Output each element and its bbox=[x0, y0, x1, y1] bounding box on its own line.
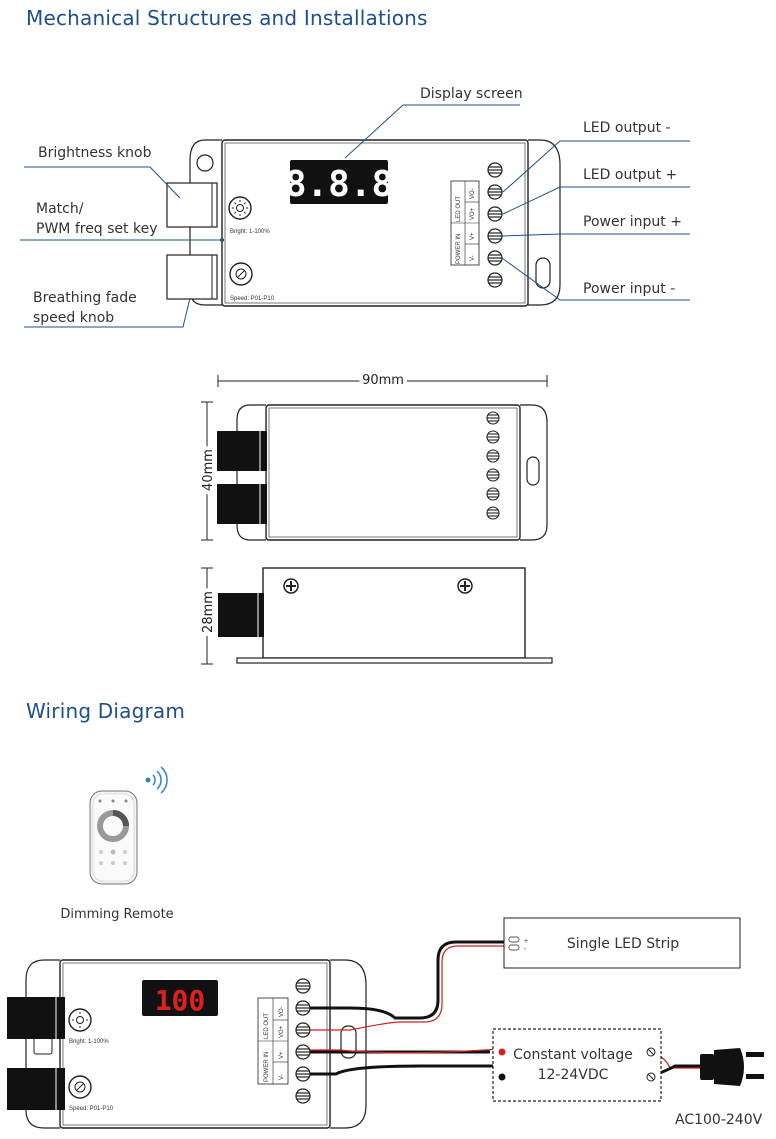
callout-breathing-line2: speed knob bbox=[33, 310, 114, 326]
terminal-screws bbox=[487, 162, 503, 288]
speed-range-label: Speed: P01-P10 bbox=[230, 296, 275, 302]
wireless-signal-icon bbox=[145, 766, 168, 794]
callout-breathing-line1: Breathing fade bbox=[33, 290, 137, 306]
screw-icon bbox=[457, 578, 473, 594]
wiring-v-plus-label: V+ bbox=[279, 1051, 285, 1059]
display-screen bbox=[290, 160, 388, 204]
strip-plus-label: + bbox=[524, 938, 528, 945]
callout-brightness-knob: Brightness knob bbox=[38, 145, 152, 161]
ac-voltage-label: AC100-240V bbox=[675, 1112, 763, 1128]
bright-range-label: Bright: 1-100% bbox=[230, 229, 270, 235]
power-supply: Constant voltage 12-24VDC bbox=[492, 1028, 662, 1102]
terminal-led-out-label: LED OUT bbox=[456, 196, 462, 222]
section-title-wiring: Wiring Diagram bbox=[26, 699, 186, 723]
ac-plug-icon bbox=[700, 1048, 764, 1086]
wiring-vo-minus-label: VO- bbox=[279, 1006, 285, 1017]
psu-label-line2: 12-24VDC bbox=[538, 1067, 609, 1083]
wiring-led-out-label: LED OUT bbox=[264, 1013, 270, 1039]
led-strip: + - Single LED Strip bbox=[503, 917, 741, 969]
dimension-side-view: 28mm bbox=[197, 567, 553, 665]
screw-icon bbox=[283, 578, 299, 594]
callout-lines bbox=[20, 104, 690, 328]
callout-power-input-minus: Power input - bbox=[583, 281, 675, 297]
callout-match-line1: Match/ bbox=[36, 201, 84, 217]
callout-match-line2: PWM freq set key bbox=[36, 221, 158, 237]
dimension-depth-label: 40mm bbox=[201, 449, 216, 491]
dimming-remote bbox=[89, 790, 138, 885]
wiring-display-digits: 100 bbox=[155, 984, 206, 1017]
psu-label-line1: Constant voltage bbox=[513, 1047, 633, 1063]
terminal-v-plus-label: V+ bbox=[470, 232, 476, 240]
wiring-display-screen bbox=[142, 980, 218, 1016]
wiring-speed-label: Speed: P01-P10 bbox=[69, 1106, 114, 1112]
terminal-power-in-label: POWER IN bbox=[456, 234, 462, 264]
section-title-mechanical: Mechanical Structures and Installations bbox=[26, 6, 428, 30]
terminal-vo-minus-label: VO- bbox=[470, 188, 476, 199]
terminal-vo-plus-label: VO+ bbox=[470, 207, 476, 220]
wires bbox=[310, 940, 712, 1079]
wiring-vo-plus-label: VO+ bbox=[279, 1025, 285, 1038]
strip-minus-label: - bbox=[524, 946, 527, 953]
callout-display-screen: Display screen bbox=[420, 86, 523, 102]
speed-dial-icon bbox=[229, 262, 253, 286]
callout-power-input-plus: Power input + bbox=[583, 214, 682, 230]
wiring-bright-label: Bright: 1-100% bbox=[69, 1039, 109, 1045]
mount-hole-icon bbox=[196, 154, 214, 172]
callout-led-output-plus: LED output + bbox=[583, 167, 677, 183]
speed-dial-icon bbox=[68, 1075, 92, 1099]
display-digits: 8.8.8 bbox=[285, 164, 393, 205]
callout-led-output-minus: LED output - bbox=[583, 120, 671, 136]
dimension-top-view: 90mm 40mm bbox=[197, 369, 548, 541]
mount-slot-icon bbox=[535, 257, 551, 289]
led-strip-label: Single LED Strip bbox=[567, 936, 679, 952]
wiring-power-in-label: POWER IN bbox=[264, 1052, 270, 1082]
remote-label: Dimming Remote bbox=[60, 907, 173, 922]
speed-knob bbox=[166, 254, 218, 300]
brightness-sun-icon bbox=[228, 196, 252, 220]
dimension-width-label: 90mm bbox=[362, 373, 404, 388]
terminal-v-minus-label: V- bbox=[470, 255, 476, 261]
dimension-height-label: 28mm bbox=[201, 591, 216, 633]
controller-wiring: 100 Bright: 1-100% Speed: P01-P10 LED OU… bbox=[7, 959, 367, 1129]
brightness-sun-icon bbox=[68, 1008, 92, 1032]
wiring-v-minus-label: V- bbox=[279, 1074, 285, 1080]
brightness-knob bbox=[166, 182, 218, 228]
controller-top-view: 8.8.8 Bright: 1-100% Speed: P01-P10 LED bbox=[166, 139, 561, 307]
